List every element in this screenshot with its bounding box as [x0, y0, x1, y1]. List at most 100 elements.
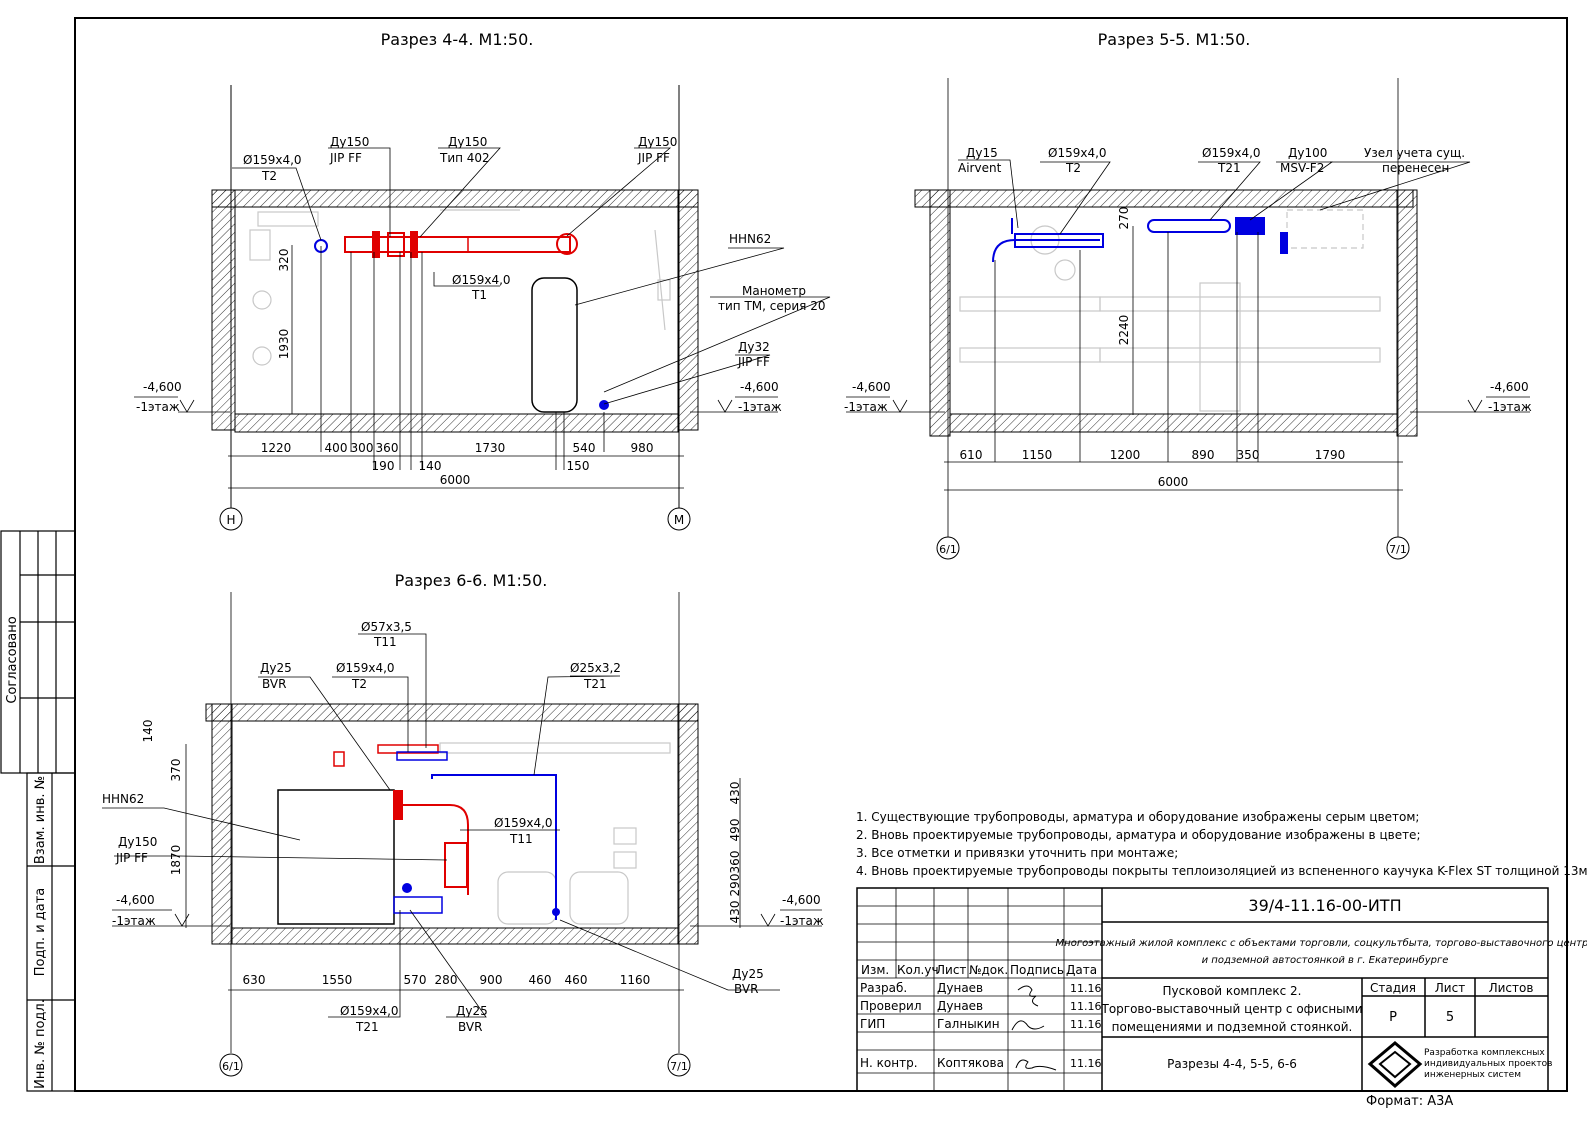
label-d57: Ø57х3,5: [361, 620, 412, 634]
dim-value: 630: [243, 973, 266, 987]
label-du150-c: Ду150: [638, 135, 677, 149]
label-d159-t21: Ø159х4,0: [340, 1004, 399, 1018]
section-5-5-title: Разрез 5-5. М1:50.: [1098, 30, 1251, 49]
note-2: 2. Вновь проектируемые трубопроводы, арм…: [856, 828, 1421, 842]
row-role: Н. контр.: [860, 1056, 918, 1070]
label-t2: Т2: [261, 169, 277, 183]
pipe-t21-blue: [1147, 217, 1288, 254]
label-du150-b: Ду150: [448, 135, 487, 149]
label-jipff: JIP FF: [115, 851, 148, 865]
label-uzel: Узел учета сущ.: [1364, 146, 1465, 160]
notes: 1. Существующие трубопроводы, арматура и…: [856, 810, 1587, 878]
axis-marker-right: 7/1: [670, 1060, 688, 1073]
label-du150-a: Ду150: [330, 135, 369, 149]
dim-1930: 1930: [277, 329, 291, 360]
note-3: 3. Все отметки и привязки уточнить при м…: [856, 846, 1178, 860]
floor-mark-right: -1этаж: [780, 914, 824, 928]
signatures: [1011, 985, 1057, 1071]
label-du25-b: Ду25: [456, 1004, 488, 1018]
level-mark-right: -4,600: [782, 893, 821, 907]
note-4: 4. Вновь проектируемые трубопроводы покр…: [856, 864, 1587, 878]
right-wall: [677, 189, 699, 431]
dim-1870: 1870: [169, 845, 183, 876]
label-d159-t1: Ø159х4,0: [452, 273, 511, 287]
drawing-name: Разрезы 4-4, 5-5, 6-6: [1167, 1057, 1297, 1071]
dim-value: 460: [565, 973, 588, 987]
floor-mark-left: -1этаж: [844, 400, 888, 414]
label-jipff-d: JIP FF: [737, 355, 770, 369]
dim-value: 140: [419, 459, 442, 473]
dim-320: 320: [277, 249, 291, 272]
header-data: Дата: [1066, 963, 1097, 977]
section-6-6: Разрез 6-6. М1:50.: [102, 571, 824, 1077]
label-t21: Т21: [583, 677, 607, 691]
header-izm: Изм.: [861, 963, 889, 977]
dim-value: 1160: [620, 973, 651, 987]
label-du150: Ду150: [118, 835, 157, 849]
stage-value: Р: [1389, 1010, 1397, 1025]
dim-value: 570: [404, 973, 427, 987]
axis-marker-right: М: [674, 513, 684, 527]
sheet-header: Лист: [1435, 981, 1465, 995]
dim-370: 370: [169, 759, 183, 782]
row-name: Коптякова: [937, 1056, 1004, 1070]
row-role: Разраб.: [860, 981, 907, 995]
label-airvent: Airvent: [958, 161, 1002, 175]
label-msvf2: MSV-F2: [1280, 161, 1324, 175]
dim-270: 270: [1117, 207, 1131, 230]
axis-marker-left: Н: [226, 513, 235, 527]
label-t11-b: Т11: [509, 832, 533, 846]
label-d159-t2: Ø159х4,0: [336, 661, 395, 675]
left-wall: [211, 189, 236, 431]
row-date: 11.16: [1070, 1000, 1102, 1013]
stamp-vzam: Взам. инв. №: [33, 776, 48, 864]
existing-equipment: [439, 742, 671, 925]
label-d159-t2: Ø159х4,0: [243, 153, 302, 167]
dim-value: 900: [480, 973, 503, 987]
complex-line3: помещениями и подземной стоянкой.: [1112, 1020, 1353, 1034]
label-manometr-type: тип ТМ, серия 20: [718, 299, 825, 313]
header-list: Лист: [936, 963, 966, 977]
label-t11: Т11: [373, 635, 397, 649]
company-logo: [1367, 1041, 1423, 1088]
row-name: Дунаев: [937, 981, 983, 995]
label-d159-t2: Ø159х4,0: [1048, 146, 1107, 160]
floor-mark-right: -1этаж: [738, 400, 782, 414]
stage-header: Стадия: [1370, 981, 1416, 995]
dim-value: 360: [376, 441, 399, 455]
dim-value: 400: [325, 441, 348, 455]
label-t21: Т21: [1217, 161, 1241, 175]
pipe-t2-blue: [992, 218, 1104, 263]
heat-exchanger-hhn62: [531, 277, 578, 413]
dim-value: 350: [1237, 448, 1260, 462]
level-mark-right: -4,600: [740, 380, 779, 394]
label-t2: Т2: [351, 677, 367, 691]
label-t1: Т1: [471, 288, 487, 302]
label-jipff-c: JIP FF: [637, 151, 670, 165]
org-line2: индивидуальных проектов: [1424, 1059, 1552, 1069]
row-date: 11.16: [1070, 1057, 1102, 1070]
dim-value: 540: [573, 441, 596, 455]
label-d159-t11: Ø159х4,0: [494, 816, 553, 830]
existing-equipment: [959, 209, 1381, 412]
dim-value: 360: [728, 851, 742, 874]
project-title-line1: Многоэтажный жилой комплекс с объектами …: [1056, 937, 1587, 949]
label-t21-b: Т21: [355, 1020, 379, 1034]
axis-marker-left: 6/1: [939, 543, 957, 556]
dim-value: 490: [728, 819, 742, 842]
stamp-podp: Подп. и дата: [33, 888, 48, 977]
floor-slab: [234, 413, 679, 433]
pipe-t1-red: [344, 231, 578, 258]
note-1: 1. Существующие трубопроводы, арматура и…: [856, 810, 1419, 824]
valve-du32: [599, 400, 609, 410]
sheet-value: 5: [1446, 1010, 1454, 1025]
row-role: Проверил: [860, 999, 922, 1013]
label-du32: Ду32: [738, 340, 770, 354]
axis-marker-right: 7/1: [1389, 543, 1407, 556]
title-block: [856, 887, 1549, 1092]
level-mark-right: -4,600: [1490, 380, 1529, 394]
section-5-5: Разрез 5-5. М1:50.: [844, 30, 1532, 560]
floor-mark-left: -1этаж: [112, 914, 156, 928]
row-role: ГИП: [860, 1017, 885, 1031]
